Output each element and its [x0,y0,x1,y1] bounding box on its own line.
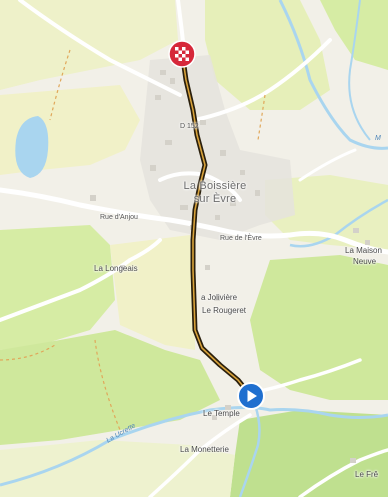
start-marker[interactable] [237,382,265,410]
footpaths [0,49,266,431]
road-d152-east [193,38,332,122]
place-label-le-rougeret: Le Rougeret [202,306,247,315]
river-right-branch [348,0,371,141]
field-left-lower [0,225,115,350]
checkered-flag-icon [168,40,196,68]
place-label-la-joliviere: a Jolivière [201,293,238,302]
place-label-la-maison-neuve: La Maison Neuve [345,245,382,267]
field-top-right [320,0,388,70]
town-label: La Boissière sur Èvre [165,180,265,206]
river-label-right: M [375,135,381,142]
road-bottom-right [298,448,388,497]
river-main [278,0,388,150]
road-northwest [18,0,182,97]
town-label-line1: La Boissière [183,180,247,192]
route-line-highlight [181,51,252,397]
road-rue-de-levre [227,229,388,255]
place-label-la-maison: La Maison [345,246,382,255]
lake [15,116,49,178]
field-bottom-center [0,440,235,497]
path-northwest [49,49,71,121]
finish-marker[interactable] [168,40,196,68]
place-label-la-longeais: La Longeais [94,264,138,273]
buildings [90,70,370,463]
field-top-center [205,0,330,110]
field-bottom-right [230,410,388,497]
river-southeast [238,404,261,497]
road-bottom [148,413,252,497]
river-south [0,406,388,487]
path-south [94,339,121,431]
place-label-le-fre: Le Frê [355,470,379,479]
road-la-longeais [0,238,162,322]
field-center-lower [110,235,195,350]
road-label-d152: D 152 [180,123,199,130]
field-bottom-left [0,330,220,445]
town-label-line2: sur Èvre [193,193,237,205]
place-label-neuve: Neuve [353,257,377,266]
place-label-le-temple: Le Temple [203,409,240,418]
place-label-la-monetterie: La Monetterie [180,445,229,454]
road-label-rue-danjou: Rue d'Anjou [100,214,138,221]
road-label-rue-de-levre: Rue de l'Èvre [220,235,262,242]
play-arrow-icon [237,382,265,410]
road-right-north [298,148,357,182]
